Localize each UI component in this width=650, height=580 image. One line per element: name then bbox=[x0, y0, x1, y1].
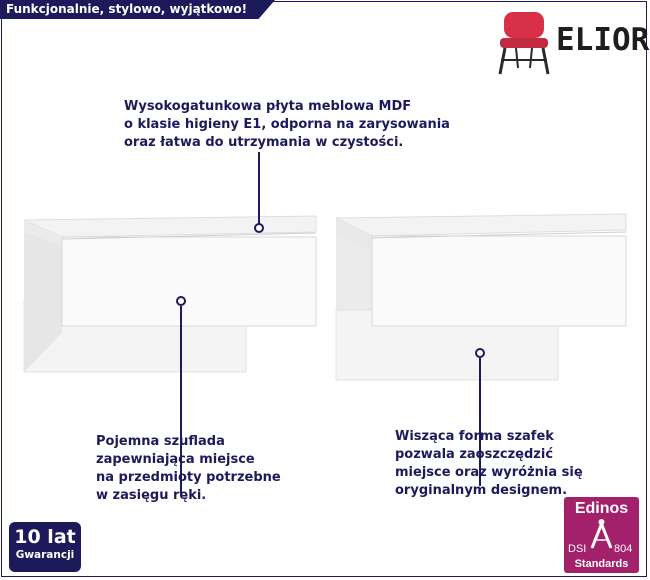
edinos-subtitle: Standards bbox=[574, 558, 629, 570]
callout-right-line: Wisząca forma szafek bbox=[395, 429, 554, 444]
edinos-code-left: DSI bbox=[568, 543, 586, 555]
brand-name: ELIOR bbox=[556, 22, 650, 58]
warranty-label: Gwarancji bbox=[15, 549, 75, 561]
callout-left: Pojemna szuflada zapewniająca miejsce na… bbox=[96, 433, 281, 505]
warranty-years: 10 lat bbox=[14, 526, 76, 548]
callout-right-marker bbox=[475, 348, 485, 358]
callout-top-line: Wysokogatunkowa płyta meblowa MDF bbox=[124, 99, 412, 114]
brand-logo: ELIOR bbox=[494, 8, 649, 78]
callout-top-line: oraz łatwa do utrzymania w czystości. bbox=[124, 135, 404, 150]
callout-right-line: oryginalnym designem. bbox=[395, 483, 568, 498]
callout-right-line: pozwala zaoszczędzić bbox=[395, 447, 554, 462]
left-nightstand bbox=[23, 215, 317, 373]
compass-icon: DSI 804 bbox=[568, 519, 632, 555]
red-chair-icon bbox=[498, 12, 550, 75]
callout-top-marker bbox=[254, 223, 264, 233]
callout-top-line: o klasie higieny E1, odporna na zarysowa… bbox=[124, 117, 450, 132]
callout-left-leader bbox=[180, 306, 182, 494]
callout-left-line: Pojemna szuflada bbox=[96, 434, 225, 449]
warranty-badge: 10 lat Gwarancji bbox=[9, 522, 81, 572]
edinos-brand: Edinos bbox=[574, 500, 629, 517]
callout-left-marker bbox=[176, 296, 186, 306]
callout-right-line: miejsce oraz wyróżnia się bbox=[395, 465, 583, 480]
callout-left-line: zapewniająca miejsce bbox=[96, 452, 255, 467]
right-nightstand bbox=[335, 213, 627, 381]
callout-right: Wisząca forma szafek pozwala zaoszczędzi… bbox=[395, 428, 583, 500]
callout-top-leader bbox=[258, 152, 260, 224]
callout-left-line: na przedmioty potrzebne bbox=[96, 470, 281, 485]
callout-right-leader bbox=[479, 358, 481, 486]
edinos-code-right: 804 bbox=[614, 543, 632, 555]
callout-top: Wysokogatunkowa płyta meblowa MDF o klas… bbox=[124, 98, 450, 152]
callout-left-line: w zasięgu ręki. bbox=[96, 488, 207, 503]
tagline-banner: Funkcjonalnie, stylowo, wyjątkowo! bbox=[0, 0, 275, 19]
edinos-standards-badge: Edinos DSI 804 Standards bbox=[564, 497, 639, 573]
